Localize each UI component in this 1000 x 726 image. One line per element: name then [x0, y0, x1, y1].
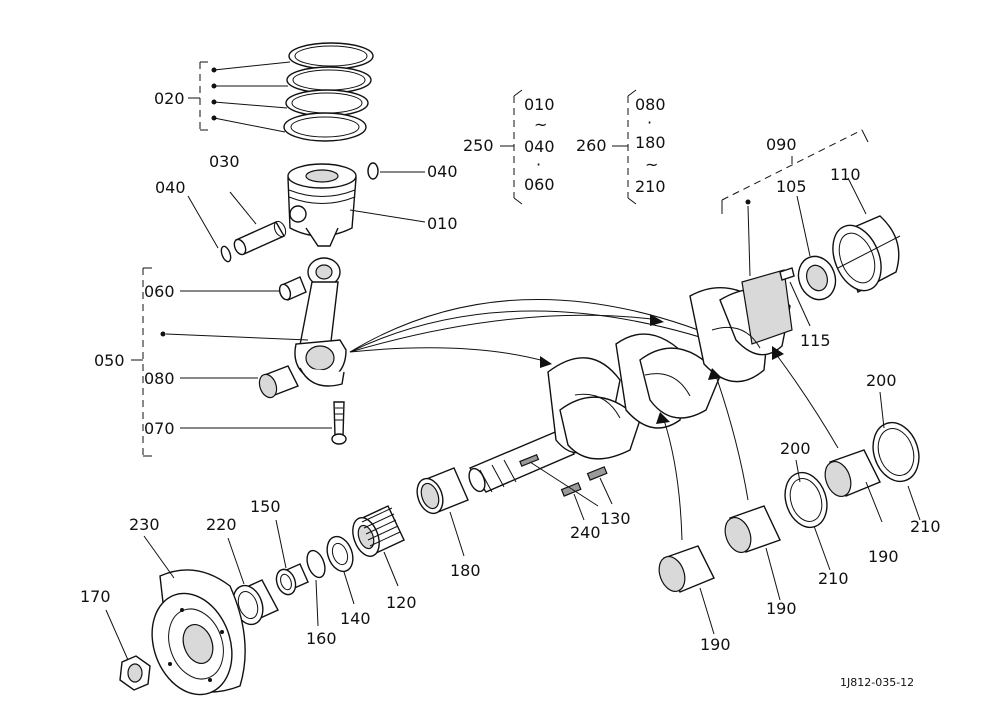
callout-020: 020 [154, 89, 185, 108]
bush [275, 563, 309, 596]
callout-160: 160 [306, 629, 337, 648]
crankshaft [468, 269, 793, 493]
callout-190-left: 190 [700, 635, 731, 654]
callout-140: 140 [340, 609, 371, 628]
piston-pin [233, 220, 287, 256]
piston [287, 163, 357, 247]
group-250-label: 250 [463, 136, 494, 155]
callout-210-mid: 210 [818, 569, 849, 588]
group-260-from: 080 [635, 95, 666, 114]
callout-120: 120 [386, 593, 417, 612]
pulley-nut [119, 655, 151, 691]
callout-200-mid: 200 [780, 439, 811, 458]
group-250-extra: 060 [524, 175, 555, 194]
rear-oil-seal [797, 255, 837, 301]
snap-ring-left [220, 245, 232, 263]
callout-240: 240 [570, 523, 601, 542]
callout-180: 180 [450, 561, 481, 580]
callout-210-right: 210 [910, 517, 941, 536]
front-bearing [416, 467, 469, 515]
callout-050: 050 [94, 351, 125, 370]
key-130 [586, 466, 608, 481]
callout-190-mid: 190 [766, 599, 797, 618]
callout-080: 080 [144, 369, 175, 388]
group-260-to: 210 [635, 177, 666, 196]
group-260-dot: · [647, 113, 652, 132]
callout-200-right: 200 [866, 371, 897, 390]
callout-170: 170 [80, 587, 111, 606]
callout-110: 110 [830, 165, 861, 184]
callout-090: 090 [766, 135, 797, 154]
callout-105: 105 [776, 177, 807, 196]
callout-030: 030 [209, 152, 240, 171]
key-240 [560, 482, 582, 497]
main-bearing-mid [724, 505, 781, 554]
callout-010: 010 [427, 214, 458, 233]
callout-190-right: 190 [868, 547, 899, 566]
group-260-label: 260 [576, 136, 607, 155]
group-250-from: 010 [524, 95, 555, 114]
snap-ring-right [367, 162, 379, 180]
main-bearing-left [658, 545, 715, 593]
piston-rings [283, 42, 374, 142]
callout-060: 060 [144, 282, 175, 301]
connecting-rod-bolt [331, 401, 347, 445]
dowel-pin [779, 267, 795, 281]
crankshaft-pulley [151, 569, 246, 696]
thrust-washer-right [872, 421, 920, 483]
connecting-rod [294, 257, 347, 387]
callout-150: 150 [250, 497, 281, 516]
callout-230: 230 [129, 515, 160, 534]
group-260-tilde: ~ [645, 155, 658, 174]
group-250-to: 040 [524, 137, 555, 156]
o-ring [306, 549, 326, 579]
drawing-code: 1J812-035-12 [840, 676, 914, 689]
crankpin-bearing [258, 365, 299, 399]
group-250-tilde: ~ [534, 115, 547, 134]
callout-130: 130 [600, 509, 631, 528]
callout-070: 070 [144, 419, 175, 438]
callout-040-right: 040 [427, 162, 458, 181]
main-bearing-right [824, 449, 881, 498]
group-260-mid: 180 [635, 133, 666, 152]
callout-115: 115 [800, 331, 831, 350]
crankshaft-gear [352, 505, 405, 557]
group-250-dot: · [536, 155, 541, 174]
callout-040-left: 040 [155, 178, 186, 197]
callout-220: 220 [206, 515, 237, 534]
collar [326, 535, 354, 573]
small-end-bush [278, 276, 307, 301]
